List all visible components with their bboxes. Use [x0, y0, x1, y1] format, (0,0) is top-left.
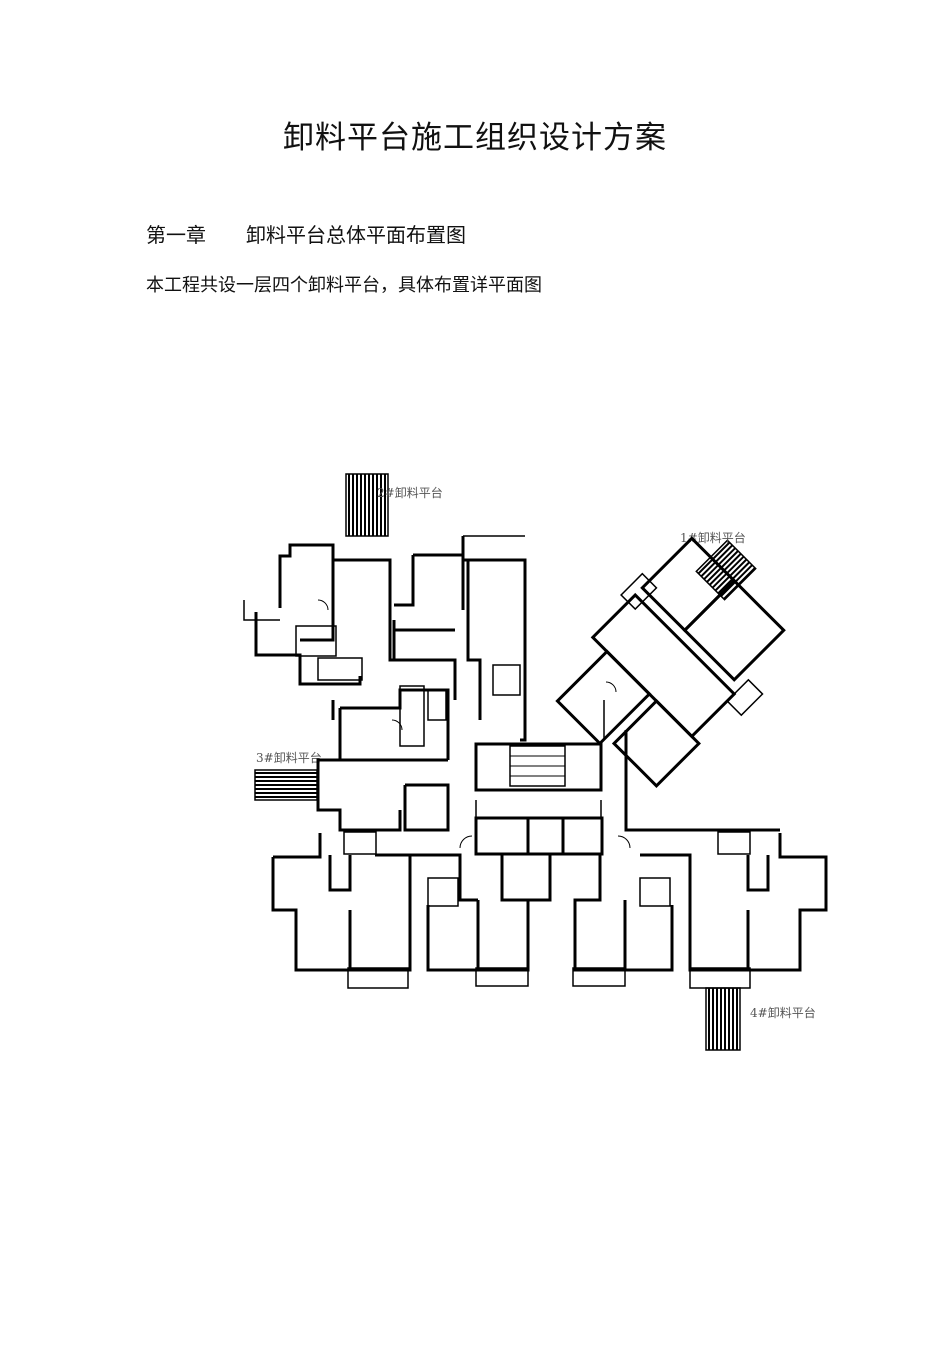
platform-2-hatch: [345, 473, 389, 537]
wing-right-connector: [603, 700, 668, 832]
chapter-title: 卸料平台总体平面布置图: [246, 223, 466, 247]
wing-lower-right: [528, 828, 828, 989]
platform-3-label: 3#卸料平台: [256, 750, 322, 765]
platform-2-label: 2#卸料平台: [377, 485, 443, 500]
platform-4-hatch: [705, 987, 741, 1051]
wing-left-upper: [243, 535, 527, 742]
wing-right-rotated: [555, 536, 786, 788]
body-paragraph: 本工程共设一层四个卸料平台，具体布置详平面图: [146, 275, 542, 296]
document-title: 卸料平台施工组织设计方案: [283, 120, 667, 156]
wing-lower-left: [271, 831, 530, 989]
platform-1-hatch: [695, 539, 757, 601]
chapter-number: 第一章: [146, 223, 206, 247]
platform-4-label: 4#卸料平台: [750, 1005, 816, 1020]
door-swings: [317, 599, 631, 849]
core-stair: [474, 742, 604, 856]
platform-3-hatch: [254, 769, 318, 801]
chapter-heading: 第一章 卸料平台总体平面布置图: [146, 219, 466, 248]
platform-1-label: 1#卸料平台: [680, 530, 746, 545]
wing-left-middle: [316, 685, 450, 832]
